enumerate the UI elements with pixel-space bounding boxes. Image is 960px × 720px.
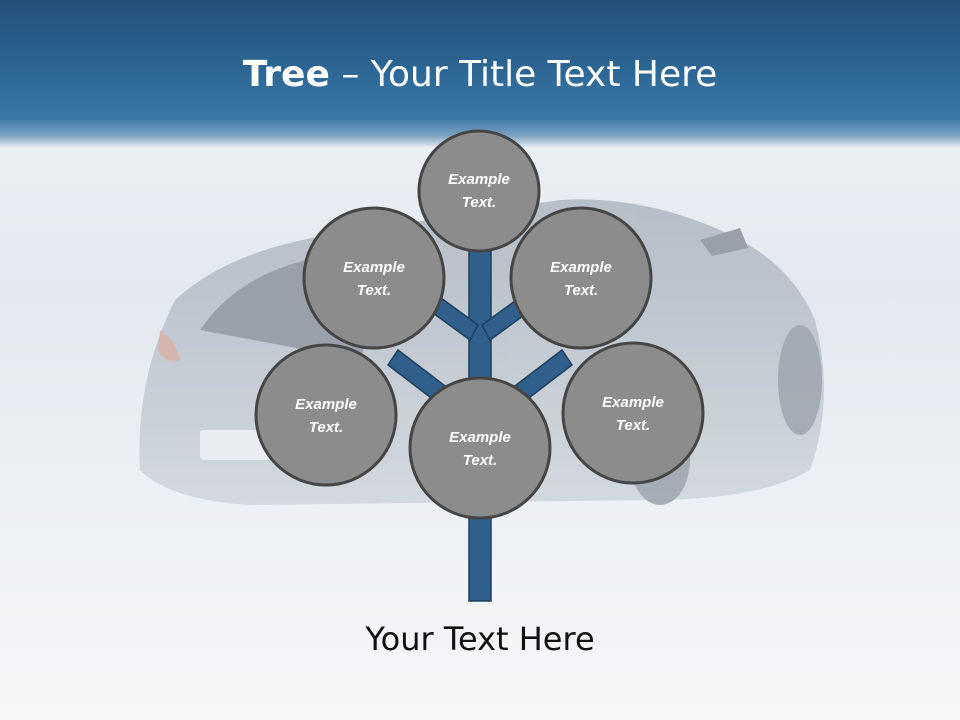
node-upper-left [302, 206, 446, 350]
title-bold: Tree [242, 54, 330, 95]
title-bar [0, 0, 960, 148]
node-lower-left [254, 343, 398, 487]
node-center [408, 376, 552, 520]
slide-title: Tree – Your Title Text Here [0, 50, 960, 100]
node-lower-right [561, 341, 705, 485]
node-upper-right [509, 206, 653, 350]
node-top [417, 129, 541, 253]
footer-text: Your Text Here [365, 620, 595, 658]
title-rest: – Your Title Text Here [329, 54, 718, 95]
